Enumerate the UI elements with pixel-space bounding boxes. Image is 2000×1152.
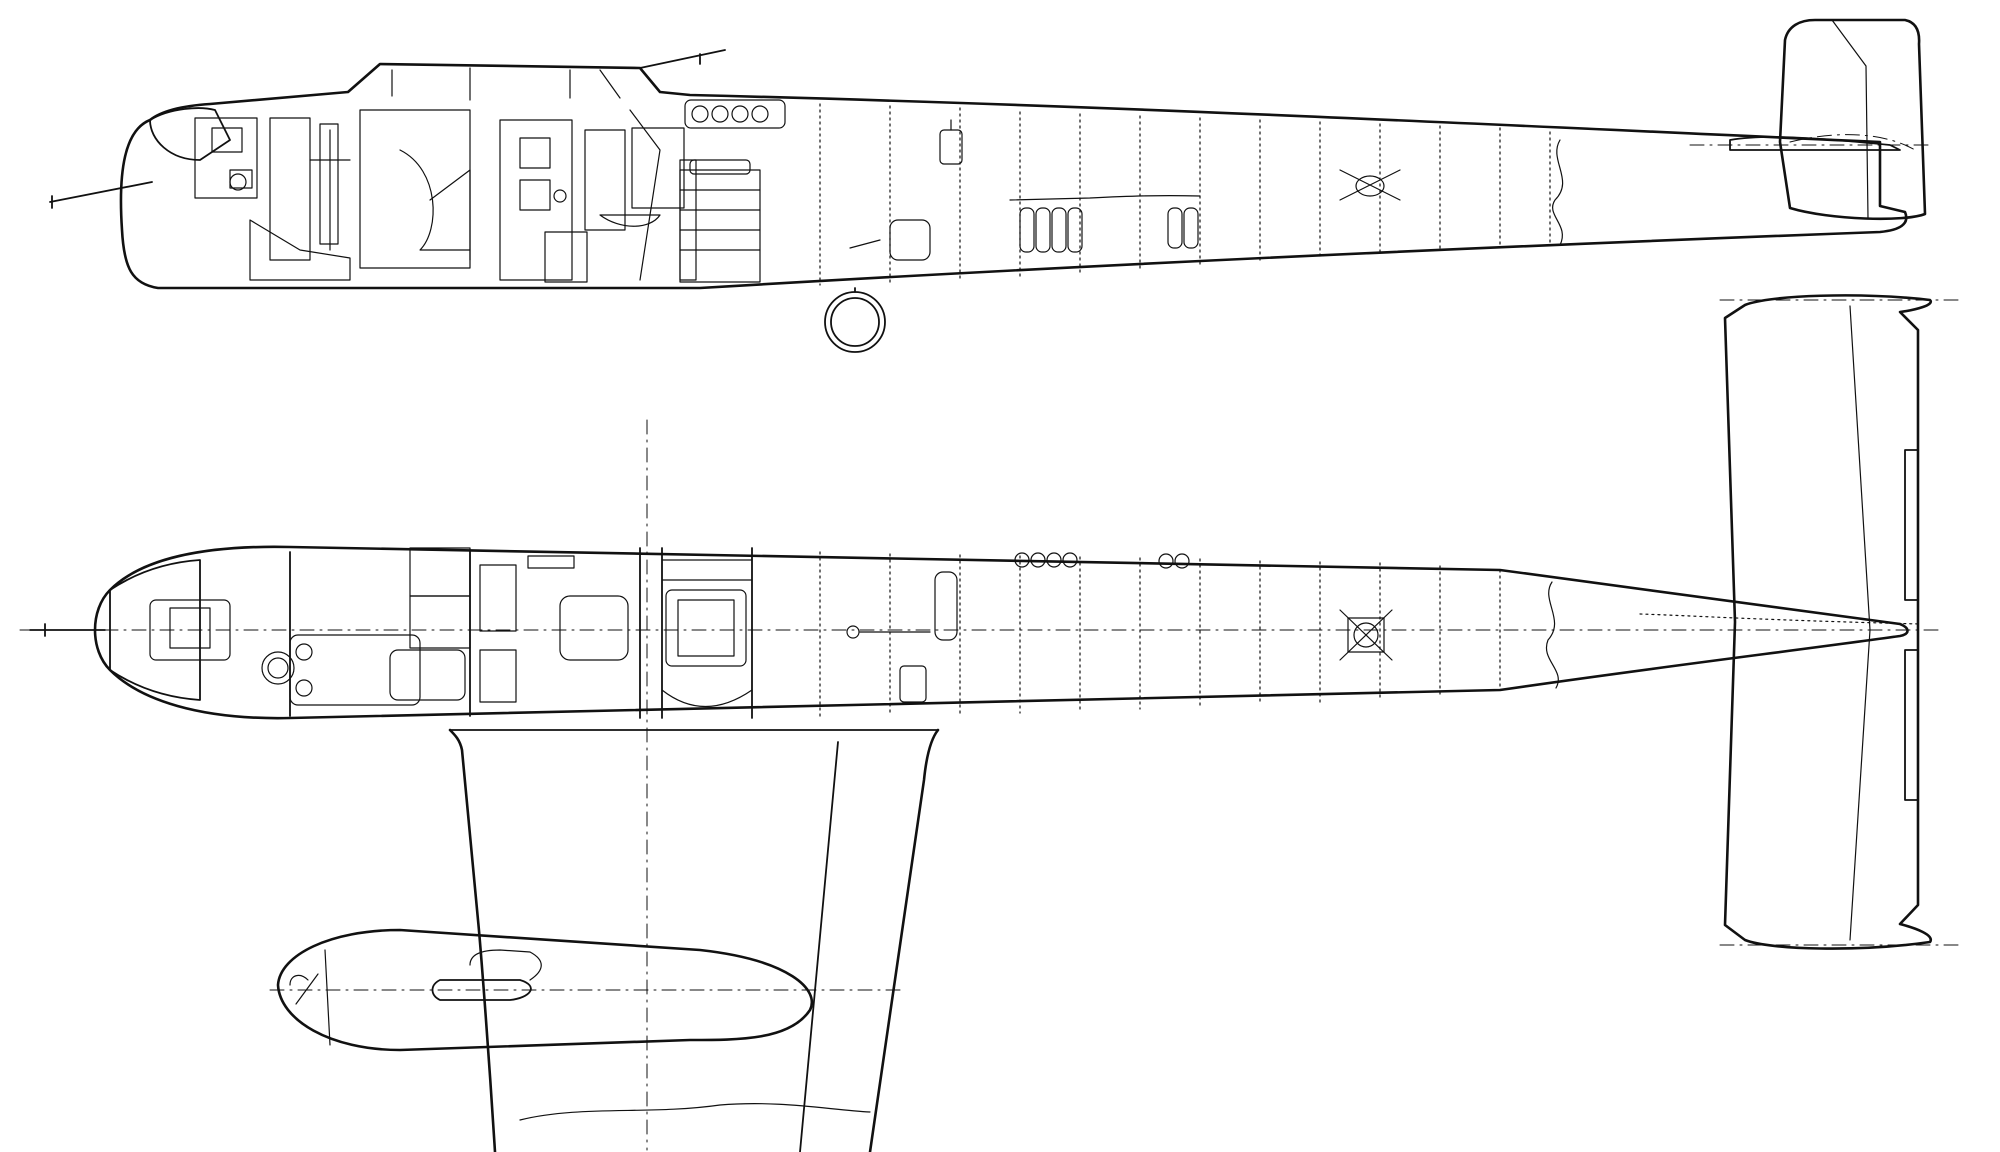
side-fuselage-outline bbox=[119, 62, 1908, 290]
side-fin bbox=[1778, 18, 1927, 221]
top-bulkheads bbox=[289, 547, 753, 719]
top-fuselage-outline bbox=[93, 545, 1909, 720]
side-interior-equipment bbox=[194, 99, 963, 283]
nacelle-intake bbox=[431, 979, 532, 1001]
side-break-line bbox=[1552, 139, 1564, 246]
nacelle-outline bbox=[276, 928, 814, 1052]
side-canopy-frame bbox=[391, 67, 621, 101]
top-nose-gun bbox=[29, 623, 106, 637]
side-fuselage-frames bbox=[819, 103, 1551, 286]
nacelle-prop-line bbox=[324, 949, 331, 1046]
tailplane-trim-tab-lower bbox=[1904, 649, 1919, 801]
side-dorsal-gun bbox=[639, 49, 726, 69]
side-tailplane bbox=[1729, 136, 1901, 151]
tailplane-outline bbox=[1723, 294, 1933, 950]
side-nose-gun bbox=[49, 181, 153, 209]
side-canopy bbox=[347, 63, 691, 96]
wing-aileron-line bbox=[799, 741, 839, 1152]
side-nose-glazing bbox=[149, 107, 231, 161]
wing-outline bbox=[448, 728, 497, 1152]
wing-break-line bbox=[519, 1103, 871, 1121]
side-ventral-ring bbox=[824, 287, 886, 353]
top-interior-equipment bbox=[149, 547, 1393, 707]
side-rudder-hinge bbox=[1831, 19, 1869, 219]
tailplane-top-view bbox=[1639, 294, 1961, 950]
tailplane-trim-tab bbox=[1904, 449, 1919, 601]
tailplane-elevator-hinge bbox=[1849, 305, 1871, 941]
tailplane-dashed-spar bbox=[1719, 299, 1961, 946]
top-fuselage-frames bbox=[819, 551, 1501, 717]
top-nose-glazing bbox=[109, 559, 201, 701]
top-break-line bbox=[1545, 581, 1559, 689]
tailplane-root-dashed bbox=[1639, 613, 1921, 625]
wing-leading-edge bbox=[868, 728, 940, 1152]
side-fin-dashed bbox=[1789, 134, 1916, 151]
wing-with-nacelle bbox=[269, 728, 940, 1152]
nacelle-intake-inner bbox=[469, 949, 542, 981]
top-view bbox=[19, 419, 1941, 1151]
side-view bbox=[49, 18, 1931, 353]
side-oxygen-bottles bbox=[1009, 195, 1201, 253]
nacelle-spinner-cross bbox=[289, 973, 319, 1005]
side-bay-cross bbox=[1339, 169, 1401, 201]
